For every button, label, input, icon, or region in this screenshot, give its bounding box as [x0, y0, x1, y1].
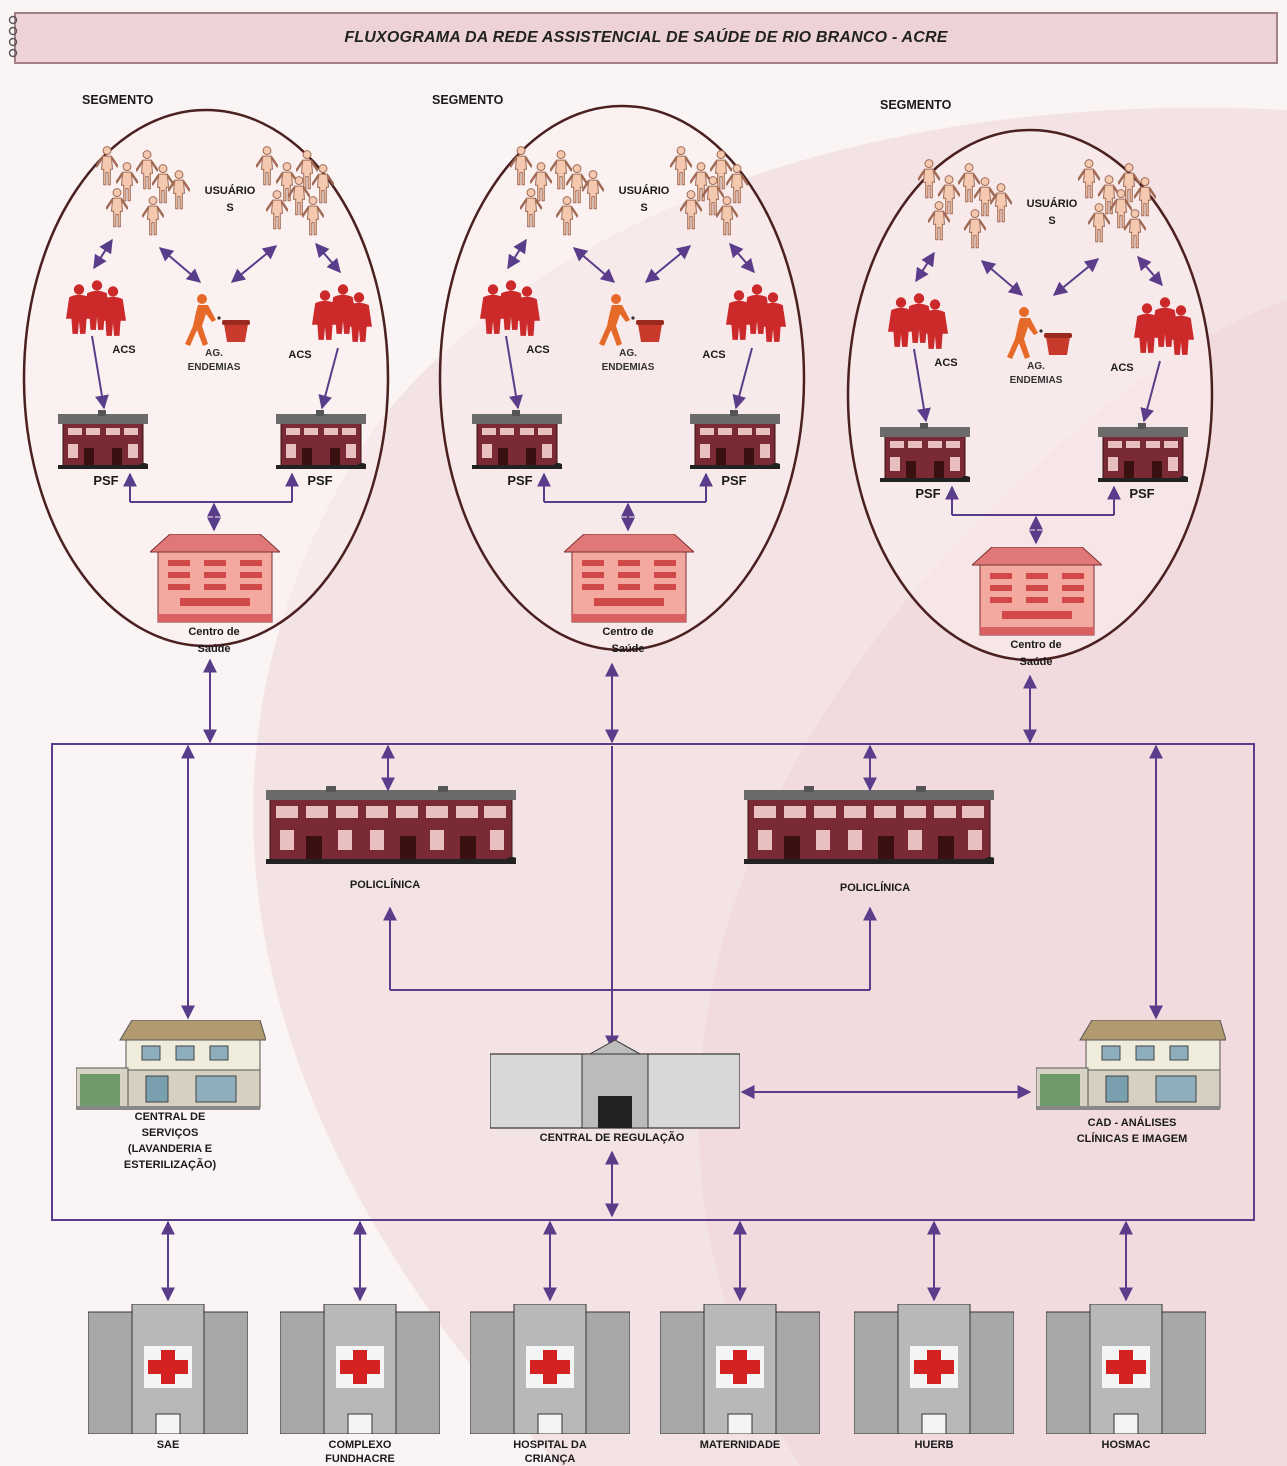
policlinica-building-icon: [744, 786, 996, 864]
users-label: USUÁRIO: [619, 184, 670, 197]
users-label: USUÁRIO: [1027, 197, 1078, 210]
centro-saude-building-icon: [972, 547, 1102, 635]
users-label-line2: S: [640, 202, 647, 214]
bottom-network-layer: POLICLÍNICA POLICLÍNICA CENTRAL DE SERVIÇOS…: [52, 660, 1254, 1465]
central-servicos-label: (LAVANDERIA E: [128, 1143, 212, 1155]
psf-label-left: PSF: [507, 473, 532, 488]
hospital-building-icon: [854, 1304, 1014, 1434]
centro-label-line2: Saúde: [197, 643, 230, 655]
central-servicos-label: SERVIÇOS: [142, 1127, 199, 1139]
psf-label-left: PSF: [93, 473, 118, 488]
users-label-line2: S: [1048, 215, 1055, 227]
users-label: USUÁRIO: [205, 184, 256, 197]
endemias-label-line2: ENDEMIAS: [602, 362, 655, 373]
psf-label-right: PSF: [721, 473, 746, 488]
acs-label-left: ACS: [112, 344, 135, 356]
hospital-label: MATERNIDADE: [700, 1439, 780, 1451]
acs-label-left: ACS: [526, 344, 549, 356]
segment-group: SEGMENTO USUÁRIO S ACS ACS AG. ENDEMIAS PSF PSF C…: [24, 93, 388, 655]
psf-building-icon: [472, 410, 563, 469]
hospital-building-icon: [660, 1304, 820, 1434]
hospital-building-icon: [88, 1304, 248, 1434]
segment-label: SEGMENTO: [432, 93, 504, 107]
centro-saude-building-icon: [564, 534, 694, 622]
central-regulacao-building-icon: [490, 1040, 740, 1128]
psf-label-left: PSF: [915, 486, 940, 501]
hospital-building-icon: [470, 1304, 630, 1434]
centro-label: Centro de: [602, 626, 653, 638]
cad-label-line2: CLÍNICAS E IMAGEM: [1077, 1132, 1188, 1145]
hospital-label: CRIANÇA: [525, 1453, 576, 1465]
hospital-label: COMPLEXO: [329, 1439, 392, 1451]
hospital-building-icon: [1046, 1304, 1206, 1434]
policlinica-label-left: POLICLÍNICA: [350, 878, 420, 891]
hospital-label: SAE: [157, 1439, 180, 1451]
policlinica-label-right: POLICLÍNICA: [840, 881, 910, 894]
endemias-label: AG.: [619, 348, 637, 359]
endemias-label-line2: ENDEMIAS: [188, 362, 241, 373]
endemias-label-line2: ENDEMIAS: [1010, 375, 1063, 386]
acs-label-right: ACS: [702, 349, 725, 361]
network-bus-frame: [52, 744, 1254, 1220]
psf-label-right: PSF: [1129, 486, 1154, 501]
psf-building-icon: [690, 410, 781, 469]
centro-label: Centro de: [1010, 639, 1061, 651]
hospital-label: HOSMAC: [1102, 1439, 1151, 1451]
segment-group: SEGMENTO USUÁRIO S ACS ACS AG. ENDEMIAS PSF PSF C…: [432, 93, 804, 655]
central-servicos-label: CENTRAL DE: [135, 1111, 206, 1123]
endemias-label: AG.: [1027, 361, 1045, 372]
endemias-label: AG.: [205, 348, 223, 359]
users-label-line2: S: [226, 202, 233, 214]
cad-building-icon: [1036, 1020, 1226, 1110]
psf-building-icon: [1098, 423, 1189, 482]
hospital-building-icon: [280, 1304, 440, 1434]
central-servicos-label: ESTERILIZAÇÃO): [124, 1158, 217, 1171]
segment-group: SEGMENTO USUÁRIO S ACS ACS AG. ENDEMIAS PSF PSF C…: [848, 98, 1212, 668]
psf-building-icon: [276, 410, 367, 469]
centro-saude-building-icon: [150, 534, 280, 622]
cad-label: CAD - ANÁLISES: [1088, 1116, 1177, 1129]
acs-label-right: ACS: [288, 349, 311, 361]
central-servicos-building-icon: [76, 1020, 266, 1110]
policlinica-building-icon: [266, 786, 518, 864]
centro-label-line2: Saúde: [611, 643, 644, 655]
segment-label: SEGMENTO: [82, 93, 154, 107]
centro-label: Centro de: [188, 626, 239, 638]
segment-label: SEGMENTO: [880, 98, 952, 112]
psf-label-right: PSF: [307, 473, 332, 488]
segments-layer: SEGMENTO USUÁRIO S ACS ACS AG. ENDEMIAS PSF PSF C…: [24, 93, 1212, 668]
centro-label-line2: Saúde: [1019, 656, 1052, 668]
hospital-label: FUNDHACRE: [325, 1453, 395, 1465]
acs-label-right: ACS: [1110, 362, 1133, 374]
psf-building-icon: [58, 410, 149, 469]
hospital-label: HOSPITAL DA: [513, 1439, 587, 1451]
acs-label-left: ACS: [934, 357, 957, 369]
psf-building-icon: [880, 423, 971, 482]
central-regulacao-label: CENTRAL DE REGULAÇÃO: [540, 1131, 685, 1144]
hospital-label: HUERB: [914, 1439, 953, 1451]
